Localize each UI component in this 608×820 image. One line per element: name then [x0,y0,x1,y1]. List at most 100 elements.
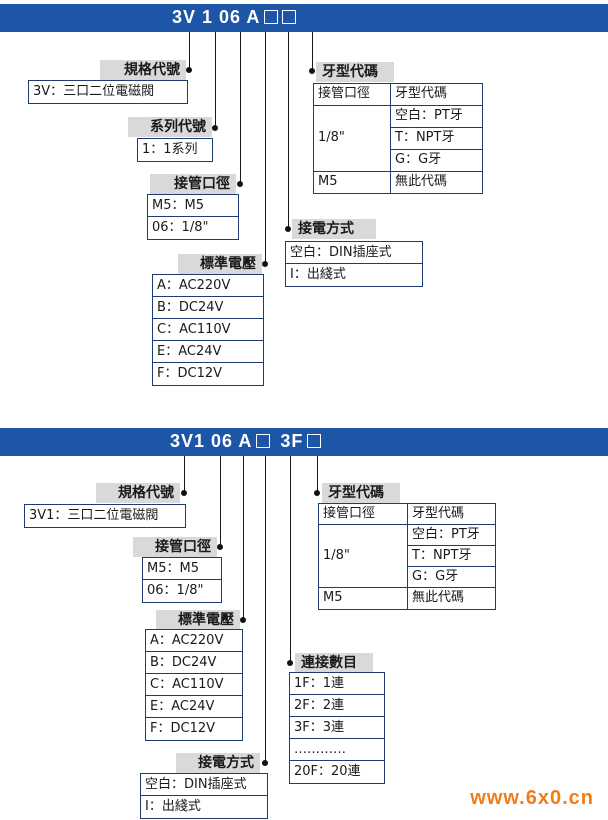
bottom-conn-label: 接電方式 [176,753,260,773]
bottom-port-row: M5：M5 [143,558,221,580]
bottom-conn-row: I：出綫式 [145,799,201,814]
bottom-count-row: 20F：20連 [294,764,361,779]
bottom-count-row: 3F：3連 [290,717,384,739]
top-thread-size: 1/8" [318,130,345,145]
grid-line [314,171,482,172]
top-thread-head-right: 牙型代碼 [395,86,448,101]
bottom-thread-m5-value: 無此代碼 [412,590,465,605]
bottom-spec-value: 3V1：三口二位電磁閥 [29,508,159,523]
top-port-label: 接管口徑 [150,174,236,194]
bottom-code-slot-1 [256,434,271,448]
top-series-value: 1：1系列 [142,142,198,157]
top-spec-box: 3V：三口二位電磁閥 [28,80,188,104]
top-voltage-row: B：DC24V [153,297,263,319]
top-thread-m5-value: 無此代碼 [395,174,448,189]
top-port-row: M5：M5 [148,195,238,217]
bottom-code-mid: 3F [280,431,304,451]
bottom-thread-size: 1/8" [323,548,350,563]
top-line-conn [288,32,289,229]
bottom-voltage-row: F：DC12V [150,721,216,736]
top-spec-value: 3V：三口二位電磁閥 [33,84,155,99]
bot-dot-spec [181,490,187,496]
bottom-count-row: 2F：2連 [290,695,384,717]
bottom-thread-m5: M5 [323,590,343,605]
bottom-port-row: 06：1/8" [147,583,204,598]
top-thread-label: 牙型代碼 [316,62,394,82]
top-port-table: M5：M5 06：1/8" [147,194,239,240]
top-dot-thread [309,68,315,74]
grid-line [314,105,482,106]
top-voltage-table: A：AC220V B：DC24V C：AC110V E：AC24V F：DC12… [152,274,264,386]
top-spec-label: 規格代號 [100,60,186,80]
bottom-code-slot-2 [307,434,322,448]
bot-dot-thread [314,490,320,496]
top-line-series [215,32,216,128]
top-code-prefix: 3V 1 06 A [172,7,261,27]
bottom-port-label: 接管口徑 [133,537,217,557]
top-line-thread [312,32,313,71]
top-model-code: 3V 1 06 A [172,7,297,28]
top-thread-m5: M5 [318,174,338,189]
bottom-voltage-row: E：AC24V [146,696,242,718]
top-conn-row: 空白：DIN插座式 [286,242,422,264]
top-dot-series [212,125,218,131]
bottom-thread-type: T：NPT牙 [412,548,472,563]
top-thread-head-left: 接管口徑 [318,86,371,101]
bottom-conn-row: 空白：DIN插座式 [141,774,267,796]
bottom-voltage-row: B：DC24V [146,652,242,674]
bottom-port-table: M5：M5 06：1/8" [142,557,222,603]
top-thread-table: 接管口徑 牙型代碼 1/8" 空白：PT牙 T：NPT牙 G：G牙 M5 無此代… [313,83,483,194]
bottom-count-row: ………… [290,739,384,761]
top-thread-type: 空白：PT牙 [395,108,463,123]
bottom-thread-type: 空白：PT牙 [412,527,480,542]
grid-line [407,566,495,567]
bot-line-conn [265,456,266,764]
top-code-slot-2 [282,10,297,24]
bot-dot-voltage [240,617,246,623]
bottom-count-row: 1F：1連 [290,673,384,695]
bottom-thread-head-left: 接管口徑 [323,506,376,521]
top-conn-label: 接電方式 [292,219,376,239]
bottom-count-table: 1F：1連 2F：2連 3F：3連 ………… 20F：20連 [289,672,385,784]
top-thread-type: T：NPT牙 [395,130,455,145]
bot-line-port [220,456,221,548]
grid-line [407,504,408,609]
bot-dot-port [217,544,223,550]
bot-line-voltage [243,456,244,621]
bottom-voltage-row: A：AC220V [146,630,242,652]
top-line-port [240,32,241,184]
top-conn-row: I：出綫式 [290,267,346,282]
bottom-spec-box: 3V1：三口二位電磁閥 [24,504,186,528]
top-dot-conn [285,226,291,232]
bottom-conn-table: 空白：DIN插座式 I：出綫式 [140,773,268,819]
bottom-thread-type: G：G牙 [412,569,459,584]
grid-line [390,84,391,193]
grid-line [319,524,495,525]
bottom-model-code: 3V1 06 A 3F [170,431,322,452]
bottom-voltage-table: A：AC220V B：DC24V C：AC110V E：AC24V F：DC12… [145,629,243,741]
bot-line-spec [184,456,185,494]
bottom-thread-table: 接管口徑 牙型代碼 1/8" 空白：PT牙 T：NPT牙 G：G牙 M5 無此代… [318,503,496,610]
grid-line [407,545,495,546]
bot-dot-count [287,660,293,666]
grid-line [390,127,482,128]
top-thread-type: G：G牙 [395,152,442,167]
watermark-text: www.6x0.cn [470,787,594,809]
top-voltage-row: A：AC220V [153,275,263,297]
top-line-spec [189,32,190,70]
bot-line-thread [317,456,318,494]
top-dot-port [237,181,243,187]
top-voltage-row: F：DC12V [157,366,223,381]
top-banner: 3V 1 06 A [0,4,608,32]
bot-line-count [290,456,291,664]
top-voltage-row: E：AC24V [153,341,263,363]
bottom-thread-head-right: 牙型代碼 [412,506,465,521]
bot-dot-conn [262,760,268,766]
grid-line [390,149,482,150]
bottom-spec-label: 規格代號 [96,483,180,503]
bottom-voltage-row: C：AC110V [146,674,242,696]
top-code-slot-1 [264,10,279,24]
bottom-count-label: 連接數目 [295,653,373,673]
top-series-box: 1：1系列 [137,138,213,162]
bottom-code-prefix: 3V1 06 A [170,431,253,451]
